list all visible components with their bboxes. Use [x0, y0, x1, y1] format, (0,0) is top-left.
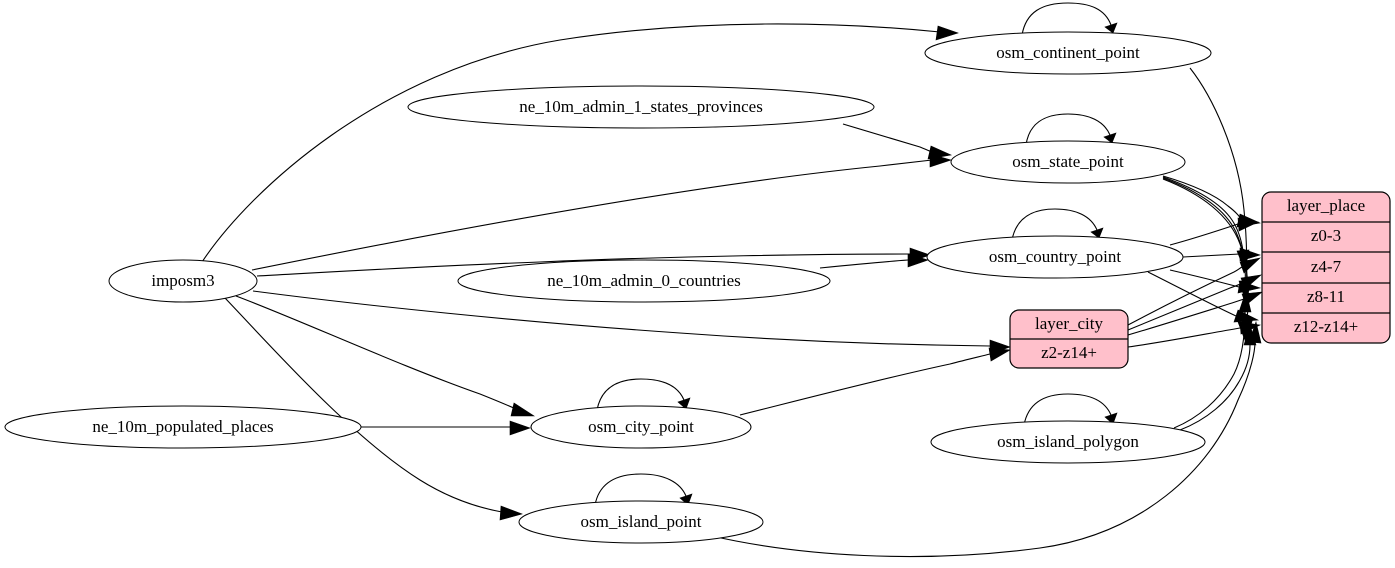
edge-osm_island_polygon-to-layer_place-z12-z14 — [1179, 323, 1257, 431]
edge-imposm3-to-osm_city_point — [235, 295, 536, 417]
node-layer: imposm3 ne_10m_populated_places ne_10m_a… — [4, 31, 1212, 544]
node-label-ne_10m_admin_1_states_provinces: ne_10m_admin_1_states_provinces — [519, 97, 763, 116]
record-row-layer_place-z8-11[interactable]: z8-11 — [1307, 287, 1345, 306]
edge-selfloop-osm_continent_point — [1021, 2, 1118, 36]
node-label-osm_city_point: osm_city_point — [588, 417, 694, 436]
record-title-layer_city: layer_city — [1035, 314, 1103, 333]
node-ne_10m_populated_places[interactable]: ne_10m_populated_places — [4, 405, 362, 449]
node-label-osm_state_point: osm_state_point — [1012, 152, 1124, 171]
edge-layer_city-to-layer_place-z12-z14 — [1127, 321, 1262, 348]
edge-osm_country_point-to-layer_place-z12-z14 — [1147, 271, 1260, 323]
node-osm_island_polygon[interactable]: osm_island_polygon — [930, 420, 1206, 464]
node-ne_10m_admin_1_states_provinces[interactable]: ne_10m_admin_1_states_provinces — [407, 85, 875, 129]
node-label-ne_10m_admin_0_countries: ne_10m_admin_0_countries — [547, 271, 741, 290]
node-label-imposm3: imposm3 — [151, 271, 214, 290]
edge-osm_city_point-to-layer_city — [739, 347, 1011, 416]
edge-layer_city-to-layer_place-z4-7 — [1127, 274, 1262, 331]
edge-ne_10m_populated_places-to-osm_city_point — [361, 420, 531, 436]
record-row-layer_place-z12-z14[interactable]: z12-z14+ — [1294, 317, 1358, 336]
edge-ne_10m_admin_0_countries-to-osm_country_point — [819, 253, 929, 269]
edge-osm_island_polygon-to-layer_place-z8-11 — [1173, 289, 1252, 429]
node-label-osm_continent_point: osm_continent_point — [996, 43, 1140, 62]
edge-selfloop-osm_island_polygon — [1023, 393, 1118, 426]
node-osm_country_point[interactable]: osm_country_point — [926, 235, 1184, 279]
node-osm_city_point[interactable]: osm_city_point — [530, 405, 752, 449]
node-osm_island_point[interactable]: osm_island_point — [518, 500, 764, 544]
record-node-layer_place[interactable]: layer_place z0-3 z4-7 z8-11 z12-z14+ — [1261, 191, 1391, 344]
node-osm_continent_point[interactable]: osm_continent_point — [924, 31, 1212, 75]
node-label-osm_island_polygon: osm_island_polygon — [997, 432, 1139, 451]
edge-osm_country_point-to-layer_place-z0-3 — [1169, 217, 1259, 246]
node-ne_10m_admin_0_countries[interactable]: ne_10m_admin_0_countries — [457, 259, 831, 303]
edge-selfloop-osm_island_point — [594, 473, 693, 506]
node-label-osm_country_point: osm_country_point — [989, 247, 1121, 266]
record-row-layer_city-0[interactable]: z2-z14+ — [1041, 343, 1097, 362]
edge-selfloop-osm_country_point — [1011, 208, 1104, 241]
edge-ne_10m_admin_1_states_provinces-to-osm_state_point — [842, 123, 953, 160]
edge-imposm3-to-osm_state_point — [251, 153, 953, 271]
edge-imposm3-to-osm_island_point — [224, 297, 523, 521]
node-label-osm_island_point: osm_island_point — [581, 512, 702, 531]
edge-layer — [201, 2, 1263, 558]
edge-osm_state_point-to-layer_place-z8-11 — [1162, 177, 1252, 304]
edge-selfloop-osm_state_point — [1025, 113, 1117, 146]
edge-layer_city-to-layer_place-z0-3 — [1127, 257, 1261, 326]
edge-osm_country_point-to-layer_place-z4-7 — [1182, 247, 1261, 262]
edge-imposm3-to-osm_continent_point — [201, 23, 959, 263]
node-imposm3[interactable]: imposm3 — [108, 259, 258, 303]
record-node-layer: layer_city z2-z14+ layer_place z0-3 z4-7… — [1009, 191, 1391, 369]
record-row-layer_place-z0-3[interactable]: z0-3 — [1311, 226, 1341, 245]
edge-osm_continent_point-to-layer_place-z12-z14 — [1189, 67, 1251, 345]
record-title-layer_place: layer_place — [1287, 196, 1365, 215]
record-node-layer_city[interactable]: layer_city z2-z14+ — [1009, 309, 1129, 369]
edge-selfloop-osm_city_point — [596, 378, 691, 411]
node-osm_state_point[interactable]: osm_state_point — [950, 140, 1186, 184]
node-label-ne_10m_populated_places: ne_10m_populated_places — [92, 417, 273, 436]
record-row-layer_place-z4-7[interactable]: z4-7 — [1311, 257, 1342, 276]
edge-osm_island_point-to-layer_place-z12-z14 — [711, 320, 1262, 558]
